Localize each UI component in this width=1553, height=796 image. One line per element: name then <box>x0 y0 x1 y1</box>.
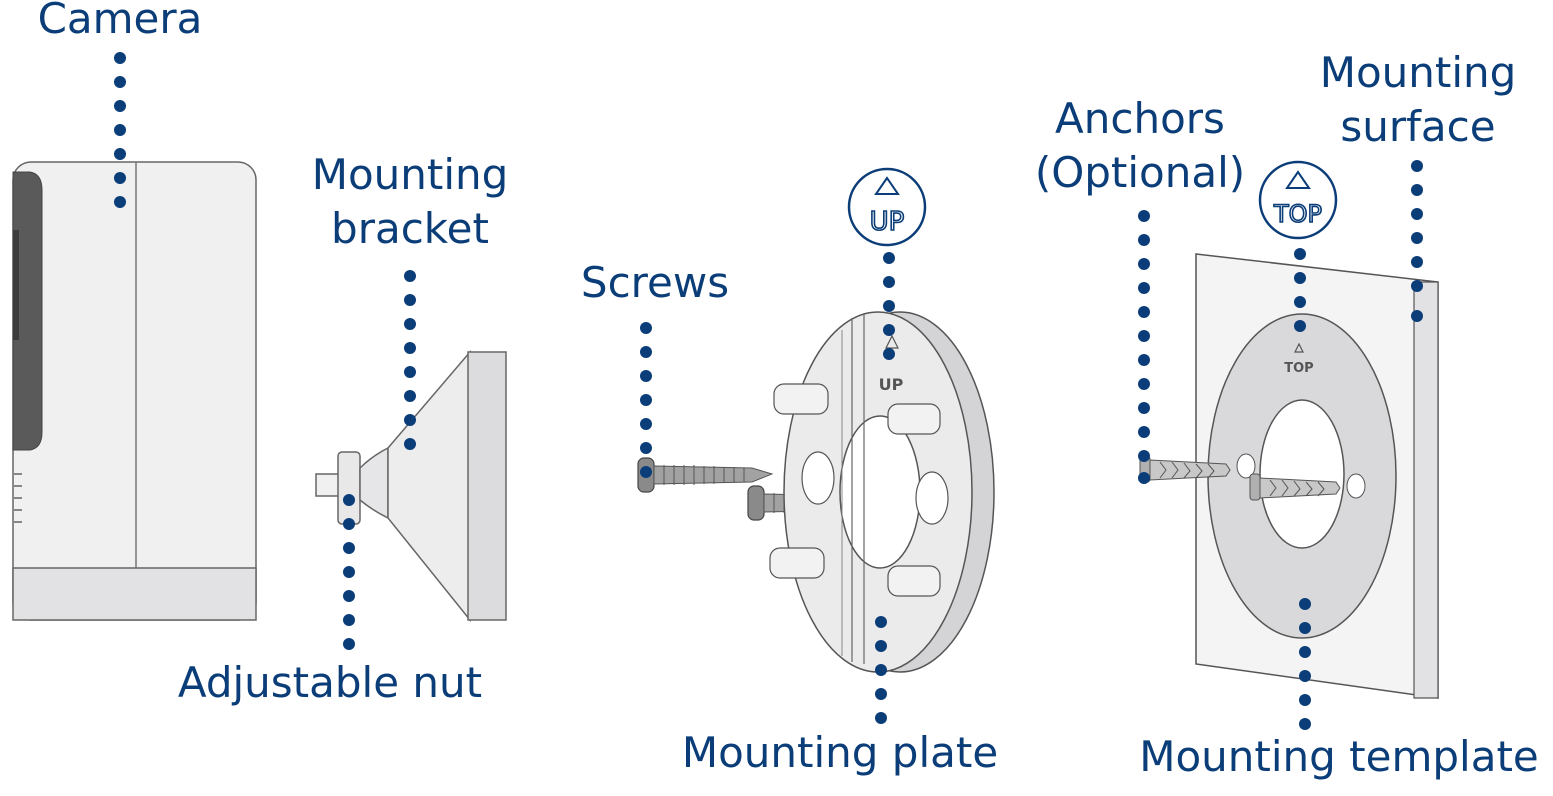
mounting-bracket-label: Mounting bracket <box>290 148 530 256</box>
camera-label: Camera <box>20 0 220 46</box>
template-top-badge: TOP <box>1258 160 1338 240</box>
plate-leader <box>875 616 887 724</box>
mounting-surface-label-line1: Mounting <box>1319 48 1517 97</box>
plate-marking-up: UP <box>879 375 904 394</box>
template-badge-label: TOP <box>1273 200 1322 228</box>
mounting-bracket <box>315 349 507 623</box>
mounting-surface-label-line2: surface <box>1340 102 1496 151</box>
screws-leader <box>640 322 652 478</box>
anchors-leader <box>1138 210 1150 484</box>
mounting-template: TOP <box>1207 313 1397 639</box>
screws-label-text: Screws <box>580 258 730 307</box>
screws-label: Screws <box>560 256 750 310</box>
plate-up-arrow-icon <box>885 334 899 349</box>
plate-up-leader <box>883 252 895 360</box>
bracket-leader <box>404 270 416 450</box>
mounting-template-label: Mounting template <box>1130 730 1548 784</box>
triangle-up-icon <box>1285 170 1311 189</box>
mounting-plate-label: Mounting plate <box>660 726 1020 780</box>
mounting-surface-label: Mounting surface <box>1300 46 1536 154</box>
camera-leader <box>114 52 126 208</box>
plate-badge-label: UP <box>870 207 905 237</box>
nut-leader <box>343 494 355 650</box>
surface-leader <box>1411 160 1423 322</box>
template-marking-top: TOP <box>1284 361 1313 376</box>
template-top-leader <box>1294 248 1306 332</box>
mounting-bracket-label-line2: bracket <box>331 204 489 253</box>
leader-dots <box>114 52 1423 730</box>
mounting-plate-label-text: Mounting plate <box>681 728 999 777</box>
anchors-label-line2: (Optional) <box>1034 148 1246 197</box>
mounting-template-label-text: Mounting template <box>1139 732 1539 781</box>
template-leader <box>1299 598 1311 730</box>
adjustable-nut-label-text: Adjustable nut <box>177 658 483 707</box>
mounting-plate: UP <box>769 311 995 673</box>
mounting-bracket-label-line1: Mounting <box>311 150 509 199</box>
anchors <box>1139 455 1341 501</box>
triangle-up-icon <box>874 176 900 195</box>
template-up-arrow-icon <box>1294 342 1304 353</box>
camera <box>12 161 257 621</box>
adjustable-nut-label: Adjustable nut <box>160 656 500 710</box>
anchors-label-line1: Anchors <box>1055 94 1225 143</box>
anchors-label: Anchors (Optional) <box>1010 92 1270 200</box>
plate-up-badge: UP <box>847 167 927 247</box>
camera-label-text: Camera <box>37 0 203 43</box>
